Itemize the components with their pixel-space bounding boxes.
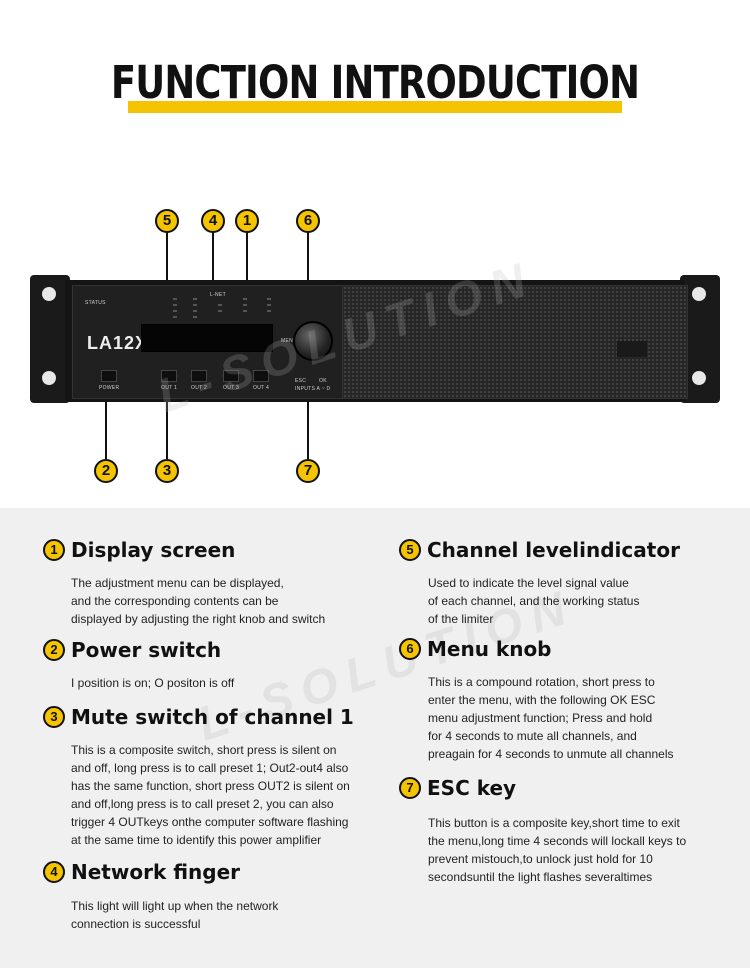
callout-7: 7 xyxy=(296,459,320,483)
front-panel: STATUS L-NET LA12X MENU POWER OUT 1 OUT … xyxy=(72,285,346,399)
out3-label: OUT 3 xyxy=(223,385,240,391)
feature-title: Channel levelindicator xyxy=(427,538,680,562)
leader-line-5 xyxy=(166,232,168,290)
inputs-label: INPUTS A ~ D xyxy=(295,386,331,392)
menu-label: MENU xyxy=(281,338,297,344)
feature-heading-2: 2 Power switch xyxy=(43,638,221,662)
menu-knob[interactable] xyxy=(293,321,333,361)
feature-number: 2 xyxy=(43,639,65,661)
feature-heading-1: 1 Display screen xyxy=(43,538,235,562)
feature-number: 7 xyxy=(399,777,421,799)
feature-description-3: This is a composite switch, short press … xyxy=(71,743,350,847)
callout-2: 2 xyxy=(94,459,118,483)
feature-title: Display screen xyxy=(71,538,236,562)
out2-label: OUT 2 xyxy=(191,385,208,391)
status-label: STATUS xyxy=(85,300,106,306)
feature-description-2: I position is on; O positon is off xyxy=(71,676,235,690)
feature-number: 4 xyxy=(43,861,65,883)
esc-label: ESC xyxy=(295,378,307,384)
out1-button[interactable] xyxy=(161,370,177,382)
out3-button[interactable] xyxy=(223,370,239,382)
leader-line-3 xyxy=(166,392,168,459)
lnet-label: L-NET xyxy=(210,292,226,298)
title-underline xyxy=(128,101,622,113)
feature-title: ESC key xyxy=(427,776,517,800)
leader-line-2 xyxy=(105,392,107,459)
out1-label: OUT 1 xyxy=(161,385,178,391)
out4-label: OUT 4 xyxy=(253,385,270,391)
callout-6: 6 xyxy=(296,209,320,233)
feature-title: Menu knob xyxy=(427,637,552,661)
amplifier-image: STATUS L-NET LA12X MENU POWER OUT 1 OUT … xyxy=(30,275,720,410)
rack-ear-left xyxy=(30,275,70,403)
feature-description-6: This is a compound rotation, short press… xyxy=(428,675,674,761)
feature-heading-5: 5 Channel levelindicator xyxy=(399,538,680,562)
feature-number: 1 xyxy=(43,539,65,561)
device-brand: LA12X xyxy=(87,333,149,353)
leader-line-7 xyxy=(307,397,309,459)
feature-heading-3: 3 Mute switch of channel 1 xyxy=(43,705,354,729)
callout-3: 3 xyxy=(155,459,179,483)
feature-description-1: The adjustment menu can be displayed,and… xyxy=(71,576,326,626)
feature-title: Network finger xyxy=(71,860,241,884)
feature-number: 5 xyxy=(399,539,421,561)
feature-description-7: This button is a composite key,short tim… xyxy=(428,816,687,884)
power-label: POWER xyxy=(99,385,120,391)
page-title: FUNCTION INTRODUCTION xyxy=(110,56,640,109)
feature-heading-4: 4 Network finger xyxy=(43,860,240,884)
feature-heading-6: 6 Menu knob xyxy=(399,637,552,661)
ok-label: OK xyxy=(319,378,327,384)
feature-heading-7: 7 ESC key xyxy=(399,776,516,800)
feature-title: Power switch xyxy=(71,638,222,662)
out2-button[interactable] xyxy=(191,370,207,382)
feature-number: 3 xyxy=(43,706,65,728)
feature-description-4: This light will light up when the networ… xyxy=(71,899,279,931)
power-switch[interactable] xyxy=(101,370,117,382)
feature-title: Mute switch of channel 1 xyxy=(71,705,354,729)
leader-line-4 xyxy=(212,232,214,292)
callout-1: 1 xyxy=(235,209,259,233)
display-screen xyxy=(141,324,273,352)
product-section: FUNCTION INTRODUCTION STATUS L-NET LA12X… xyxy=(30,56,720,483)
vent-grill xyxy=(342,285,688,399)
out4-button[interactable] xyxy=(253,370,269,382)
feature-number: 6 xyxy=(399,638,421,660)
callout-4: 4 xyxy=(201,209,225,233)
callout-5: 5 xyxy=(155,209,179,233)
features-section: L-SOLUTION 1 Display screen The adjustme… xyxy=(0,508,750,968)
